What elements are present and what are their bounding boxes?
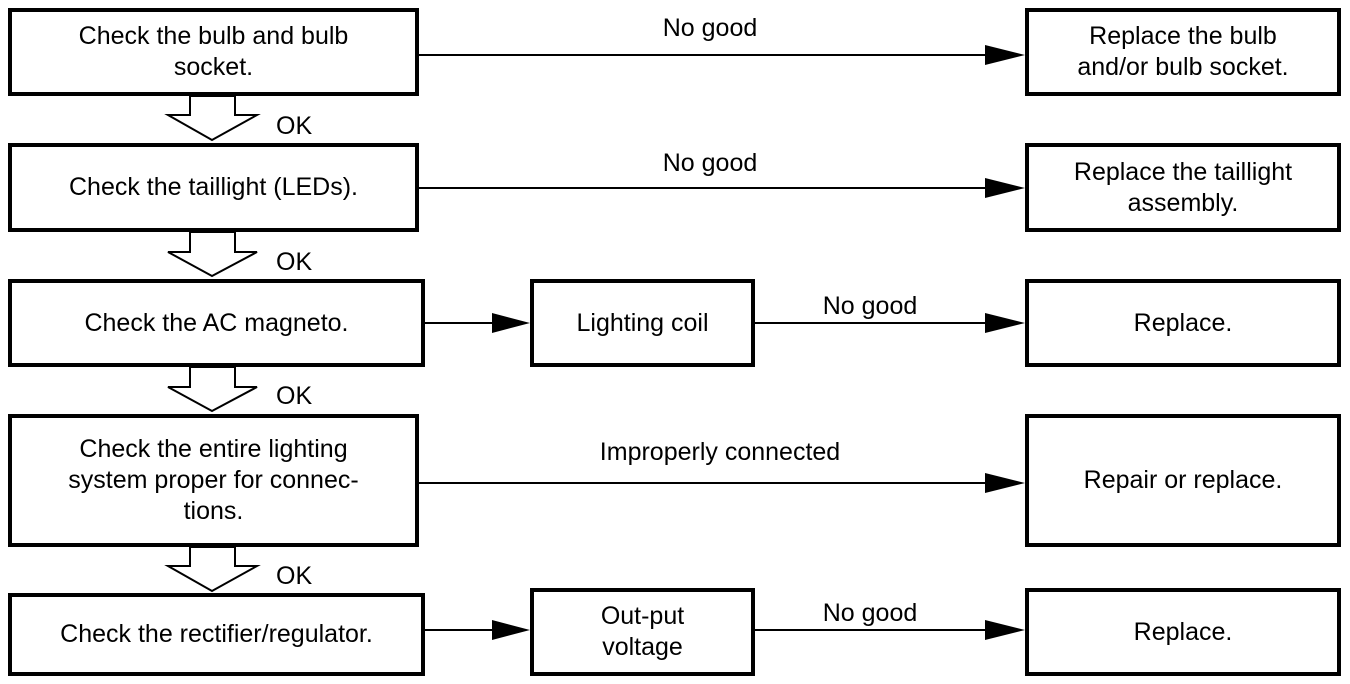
no-good-label-5: No good: [822, 599, 918, 627]
ok-arrow-1: [164, 95, 261, 142]
no-good-label-3: No good: [822, 292, 918, 320]
check-rectifier-box: Check the rectifier/regulator.: [8, 593, 425, 676]
arrowhead-step4-action: [985, 473, 1025, 493]
check-bulb-socket-box: Check the bulb and bulb socket.: [8, 8, 419, 96]
ok-label-3: OK: [276, 382, 313, 410]
lighting-coil-box: Lighting coil: [530, 279, 755, 367]
arrowhead-step5-subcheck: [492, 620, 530, 640]
ok-label-2: OK: [276, 248, 313, 276]
no-good-label-2: No good: [662, 149, 758, 177]
no-good-label-1: No good: [662, 14, 758, 42]
replace-bulb-box: Replace the bulb and/or bulb socket.: [1025, 8, 1341, 96]
check-lighting-system-box: Check the entire lighting system proper …: [8, 414, 419, 547]
check-taillight-box: Check the taillight (LEDs).: [8, 143, 419, 232]
replace-magneto-box: Replace.: [1025, 279, 1341, 367]
ok-arrow-4: [164, 546, 261, 593]
ok-arrow-2: [167, 231, 258, 278]
ok-label-1: OK: [276, 112, 313, 140]
arrowhead-step1-action: [985, 45, 1025, 65]
repair-or-replace-box: Repair or replace.: [1025, 414, 1341, 547]
replace-rectifier-box: Replace.: [1025, 588, 1341, 676]
arrowhead-step5-action: [985, 620, 1025, 640]
arrowhead-step2-action: [985, 178, 1025, 198]
ok-label-4: OK: [276, 562, 313, 590]
arrowhead-step3-subcheck: [492, 313, 530, 333]
output-voltage-box: Out-put voltage: [530, 588, 755, 676]
arrowhead-step3-action: [985, 313, 1025, 333]
ok-arrow-3: [167, 366, 258, 413]
check-ac-magneto-box: Check the AC magneto.: [8, 279, 425, 367]
improperly-connected-label: Improperly connected: [599, 438, 841, 466]
replace-taillight-box: Replace the taillight assembly.: [1025, 143, 1341, 232]
